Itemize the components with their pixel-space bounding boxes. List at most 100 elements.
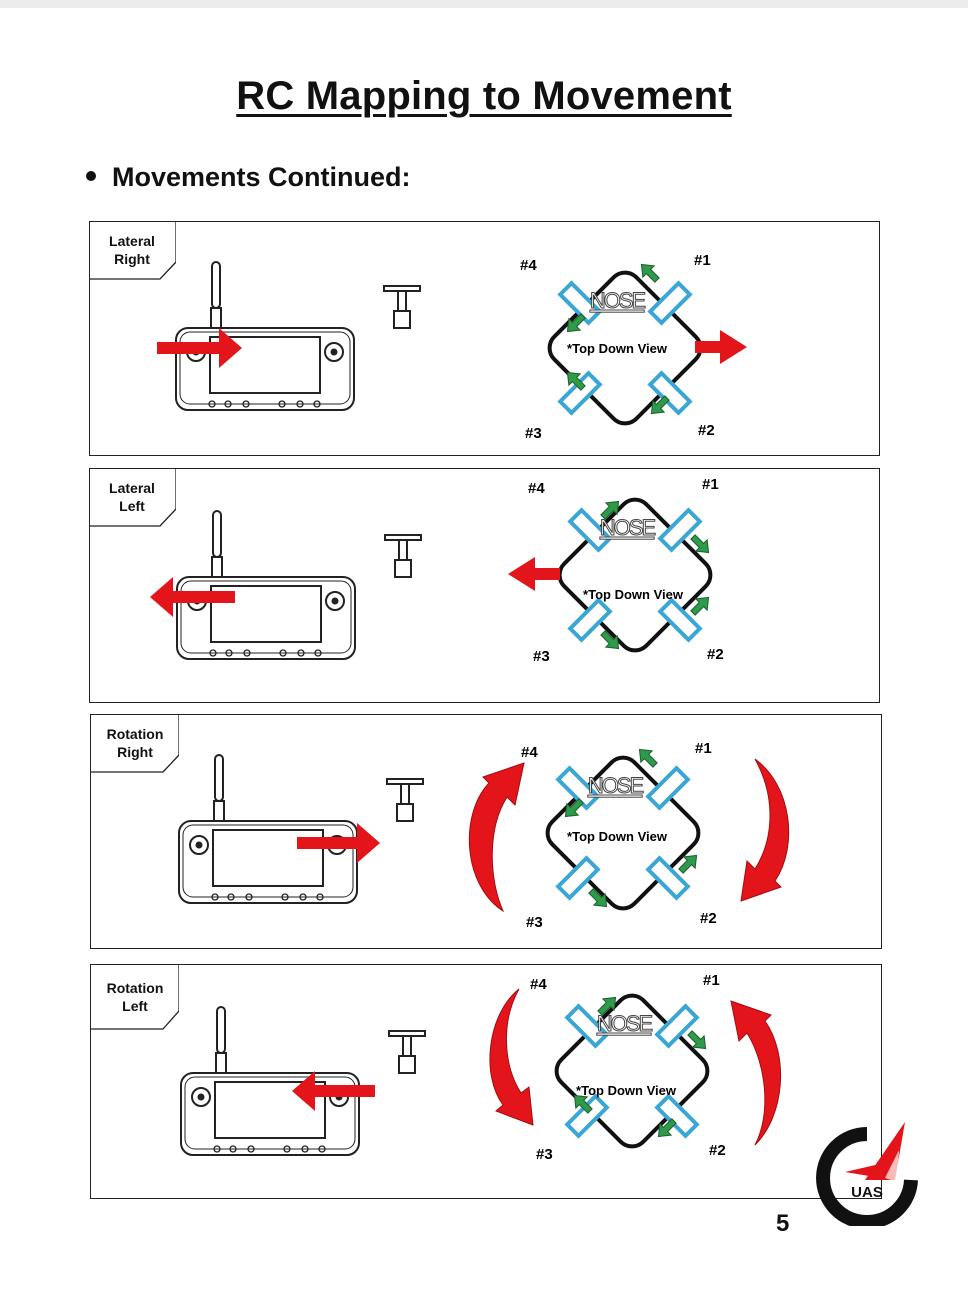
page-number: 5 <box>776 1210 790 1237</box>
uas-logo-icon: UAS <box>816 1122 918 1226</box>
movement-label-line2: Right <box>114 251 150 267</box>
motor-1-label: #1 <box>703 972 720 989</box>
motor-1-arrow-icon <box>640 263 660 283</box>
panel-rotation-left: Rotation Left <box>90 964 882 1199</box>
motor-4-label: #4 <box>530 976 547 993</box>
top-strip <box>0 0 968 8</box>
motor-4-arrow-icon <box>564 798 584 818</box>
stick-arrow-right-icon <box>297 823 380 863</box>
drone-top-view: NOSE *Top Down View <box>547 263 703 426</box>
motor-1-label: #1 <box>694 252 711 269</box>
drone-top-view: NOSE *Top Down View <box>557 497 713 653</box>
motor-1-arrow-icon <box>687 1030 707 1050</box>
remote-controller-icon <box>180 1006 426 1156</box>
movement-label-line2: Left <box>119 498 145 514</box>
motor-2-arrow-icon <box>690 596 710 616</box>
motor-4-arrow-icon <box>597 996 617 1016</box>
movement-label-line1: Lateral <box>109 233 155 249</box>
motor-2-label: #2 <box>700 910 717 927</box>
movement-label: Rotation Left <box>91 965 179 1030</box>
movement-label: Lateral Left <box>90 469 176 527</box>
drone-move-left-arrow-icon <box>508 557 560 591</box>
movement-label-line1: Rotation <box>106 980 164 996</box>
motor-4-icon <box>564 1003 610 1049</box>
panel-lateral-right: Lateral Right <box>89 221 880 456</box>
stick-arrow-left-icon <box>292 1071 375 1111</box>
panel-illustration: NOSE *Top Down View #4 #1 #3 #2 <box>150 476 724 665</box>
page-title: RC Mapping to Movement <box>236 74 732 118</box>
motor-3-arrow-icon <box>600 630 620 650</box>
motor-4-arrow-icon <box>566 313 586 333</box>
remote-controller-icon <box>176 510 422 660</box>
motor-2-label: #2 <box>707 646 724 663</box>
motor-4-label: #4 <box>520 257 537 274</box>
motor-4-label: #4 <box>521 744 538 761</box>
movement-label-line1: Rotation <box>106 726 164 742</box>
nose-label: NOSE <box>590 288 646 313</box>
remote-controller-icon <box>175 261 421 411</box>
rotate-ccw-arrow-right-icon <box>730 1000 782 1146</box>
motor-1-icon <box>645 765 691 811</box>
drone-move-right-arrow-icon <box>695 330 747 364</box>
motor-3-icon <box>555 855 601 901</box>
motor-3-arrow-icon <box>566 371 586 391</box>
motor-1-icon <box>657 507 703 553</box>
rotate-ccw-arrow-left-icon <box>468 762 525 913</box>
motor-1-label: #1 <box>695 740 712 757</box>
motor-3-arrow-icon <box>573 1094 593 1114</box>
motor-2-icon <box>645 855 691 901</box>
rotate-cw-arrow-right-icon <box>740 758 790 902</box>
motor-2-arrow-icon <box>657 1118 677 1138</box>
panel-illustration: NOSE *Top Down View #4 #1 #3 #2 <box>180 972 782 1163</box>
motor-1-label: #1 <box>702 476 719 493</box>
drone-top-view: NOSE *Top Down View <box>545 748 701 911</box>
motor-2-icon <box>657 597 703 643</box>
motor-2-label: #2 <box>709 1142 726 1159</box>
motor-3-label: #3 <box>525 425 542 442</box>
panel-illustration: NOSE *Top Down View #4 #1 #3 #2 <box>157 252 747 442</box>
motor-2-arrow-icon <box>678 854 698 874</box>
motor-3-icon <box>567 597 613 643</box>
stick-arrow-left-icon <box>150 577 235 617</box>
nose-label: NOSE <box>588 773 644 798</box>
panel-rotation-right: Rotation Right <box>90 714 882 949</box>
motor-1-icon <box>654 1003 700 1049</box>
drone-top-view: NOSE *Top Down View <box>554 993 710 1149</box>
motor-3-label: #3 <box>533 648 550 665</box>
motor-4-icon <box>567 507 613 553</box>
motor-2-label: #2 <box>698 422 715 439</box>
section-heading: Movements Continued: <box>112 162 411 192</box>
motor-4-arrow-icon <box>600 500 620 520</box>
top-down-view-label: *Top Down View <box>576 1083 677 1098</box>
top-down-view-label: *Top Down View <box>567 829 668 844</box>
nose-label: NOSE <box>600 515 656 540</box>
logo-text: UAS <box>851 1184 883 1201</box>
motor-1-icon <box>647 280 693 326</box>
motor-3-icon <box>564 1093 610 1139</box>
motor-3-label: #3 <box>526 914 543 931</box>
motor-2-arrow-icon <box>650 395 670 415</box>
motor-4-label: #4 <box>528 480 545 497</box>
motor-4-icon <box>555 765 601 811</box>
nose-label: NOSE <box>597 1011 653 1036</box>
bullet-icon <box>86 170 96 181</box>
top-down-view-label: *Top Down View <box>583 587 684 602</box>
movement-label: Lateral Right <box>90 222 176 280</box>
movement-label-line2: Left <box>122 998 148 1014</box>
motor-3-icon <box>557 370 603 416</box>
motor-1-arrow-icon <box>690 534 710 554</box>
top-down-view-label: *Top Down View <box>567 341 668 356</box>
movement-label: Rotation Right <box>91 715 179 773</box>
rotate-cw-arrow-left-icon <box>489 988 534 1126</box>
movement-label-line1: Lateral <box>109 480 155 496</box>
stick-arrow-right-icon <box>157 328 242 368</box>
panel-lateral-left: Lateral Left <box>89 468 880 703</box>
motor-1-arrow-icon <box>638 748 658 768</box>
motor-3-label: #3 <box>536 1146 553 1163</box>
section-bullet: Movements Continued: <box>86 162 411 193</box>
motor-4-icon <box>557 280 603 326</box>
panel-illustration: NOSE *Top Down View #4 #1 #3 #2 <box>178 740 790 931</box>
motor-3-arrow-icon <box>588 888 608 908</box>
movement-label-line2: Right <box>117 744 153 760</box>
remote-controller-icon <box>178 754 424 904</box>
